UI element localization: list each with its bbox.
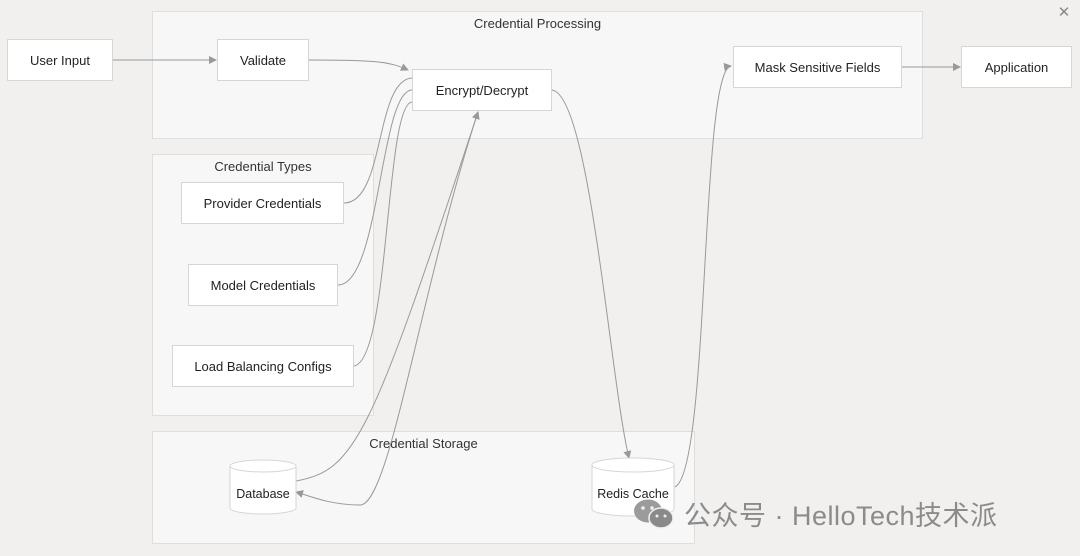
database-cylinder — [229, 459, 297, 515]
node-validate: Validate — [217, 39, 309, 81]
edge-encrypt-database — [295, 111, 479, 506]
cluster-title: Credential Types — [214, 159, 312, 174]
edge-database-encrypt — [295, 111, 480, 482]
node-encrypt-decrypt: Encrypt/Decrypt — [412, 69, 552, 111]
redis-cylinder — [591, 457, 675, 517]
cluster-title: Credential Storage — [369, 436, 478, 451]
node-redis-cache: Redis Cache — [597, 487, 669, 501]
edge-redis-mask — [674, 63, 732, 488]
node-database: Database — [236, 487, 290, 501]
wechat-icon — [634, 499, 674, 529]
edge-provider-encrypt — [343, 77, 413, 204]
edge-encrypt-redis — [551, 89, 632, 459]
edge-validate-encrypt — [308, 59, 409, 71]
node-model-credentials: Model Credentials — [188, 264, 338, 306]
node-load-balancing-configs: Load Balancing Configs — [172, 345, 354, 387]
close-icon[interactable]: ✕ — [1057, 4, 1071, 21]
node-application: Application — [961, 46, 1072, 88]
watermark-text: 公众号 · HelloTech技术派 — [684, 501, 998, 531]
edge-model-encrypt — [337, 89, 413, 286]
watermark: 公众号 · HelloTech技术派 — [632, 494, 998, 533]
node-mask-sensitive-fields: Mask Sensitive Fields — [733, 46, 902, 88]
edge-lb-encrypt — [353, 101, 413, 367]
cluster-title: Credential Processing — [473, 16, 602, 31]
node-user-input: User Input — [7, 39, 113, 81]
node-provider-credentials: Provider Credentials — [181, 182, 344, 224]
